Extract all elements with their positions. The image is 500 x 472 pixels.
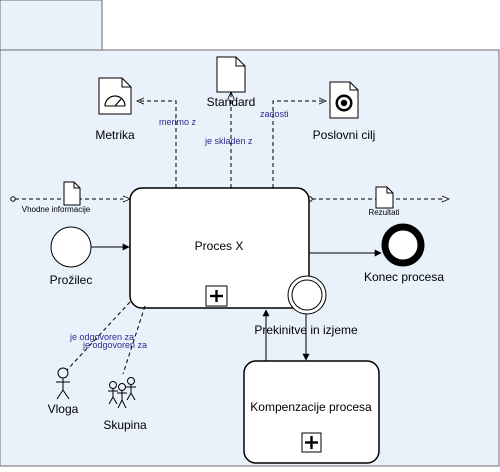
role-associations: [66, 301, 146, 375]
group-actors[interactable]: Skupina: [103, 377, 147, 433]
input-data-object[interactable]: Vhodne informacije: [22, 181, 91, 214]
group-icon: [108, 377, 136, 409]
goal-artifact[interactable]: Poslovni cilj: [313, 81, 376, 142]
label-je-skladen-z: je skladen z: [204, 136, 253, 146]
association-goal: [272, 101, 326, 188]
standard-label: Standard: [207, 95, 256, 109]
subprocess-plus-icon[interactable]: [205, 285, 228, 307]
goal-label: Poslovni cilj: [313, 128, 376, 142]
role-actor[interactable]: Vloga: [48, 367, 79, 416]
process-task[interactable]: Proces X: [129, 187, 310, 309]
target-document-icon: [329, 81, 359, 119]
artifact-associations: [137, 92, 326, 188]
end-event[interactable]: Konec procesa: [364, 223, 444, 284]
document-icon: [375, 186, 394, 209]
output-data-object[interactable]: Rezultati: [368, 186, 400, 217]
association-role: [66, 301, 131, 371]
output-data-label: Rezultati: [368, 208, 399, 217]
group-label: Skupina: [103, 418, 147, 432]
compensation-task[interactable]: Kompenzacije procesa: [243, 360, 380, 464]
start-event-label: Prožilec: [50, 273, 93, 287]
label-zadosti: zadosti: [260, 109, 289, 119]
role-label: Vloga: [48, 402, 79, 416]
compensation-label: Kompenzacije procesa: [250, 400, 372, 414]
document-icon: [63, 181, 81, 206]
metric-label: Metrika: [95, 128, 135, 142]
process-label: Proces X: [195, 239, 244, 253]
gauge-document-icon: [98, 77, 132, 115]
association-group: [122, 305, 146, 375]
label-merimo-z: merimo z: [159, 117, 197, 127]
label-group-responsible: je odgovoren za: [82, 340, 147, 350]
standard-artifact[interactable]: Standard: [207, 56, 256, 109]
pool-header-tab: [0, 0, 103, 51]
association-metric: [137, 101, 177, 188]
start-event[interactable]: Prožilec: [50, 226, 93, 287]
label-role-responsible: je odgovoren za: [69, 332, 134, 342]
input-data-label: Vhodne informacije: [22, 205, 91, 214]
end-event-label: Konec procesa: [364, 270, 444, 284]
person-icon: [56, 367, 70, 400]
subprocess-plus-icon[interactable]: [301, 432, 322, 453]
metric-artifact[interactable]: Metrika: [95, 77, 135, 142]
document-icon: [216, 56, 246, 93]
